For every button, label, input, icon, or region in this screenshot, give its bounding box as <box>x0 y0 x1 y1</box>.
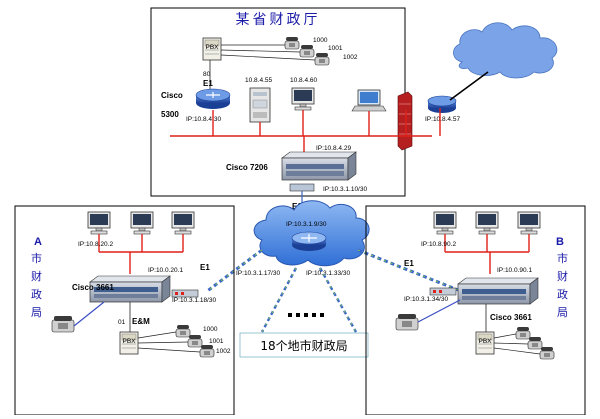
cisco-7206-router-icon <box>281 151 357 181</box>
cisco-5300-router-icon <box>195 88 231 109</box>
city-a-phone-ext: 1001 <box>209 338 224 345</box>
city-a-phone-icon <box>175 324 191 338</box>
city-b-e1: E1 <box>404 259 414 268</box>
city-a-phone-icon <box>199 344 215 358</box>
laptop-icon <box>351 89 387 112</box>
cloud-router-icon <box>291 231 327 251</box>
firewall-icon <box>397 91 413 151</box>
city-a-pbx-label: PBX <box>122 338 136 345</box>
edge-router-icon <box>427 95 457 113</box>
city-b-pbx-icon: PBX <box>475 331 495 355</box>
city-a-lan-ip: IP:10.8.20.2 <box>78 241 113 248</box>
hq-phone-ext: 1001 <box>328 45 343 52</box>
city-a-phone-icon <box>51 316 75 333</box>
city-b-router-name: Cisco 3661 <box>490 313 532 322</box>
banner-box <box>239 332 369 358</box>
city-b-phone-icon <box>539 346 555 360</box>
hq-title: 某省财政厅 <box>236 12 321 28</box>
city-a-phone-ext: 1000 <box>203 326 218 333</box>
city-b-side-text: 局 <box>557 306 568 319</box>
more-cities-dots <box>288 313 324 317</box>
city-a-ext-01: 01 <box>118 319 126 326</box>
edge-router-ip: IP:10.8.4.57 <box>425 116 460 123</box>
hq-phone-icon <box>299 44 315 58</box>
city-b-boundary <box>365 205 586 416</box>
hq-phone-icon <box>284 36 300 50</box>
city-b-pc-icon <box>517 211 541 235</box>
city-a-side-text: 局 <box>31 306 42 319</box>
city-b-side-text: 市 <box>557 251 568 265</box>
city-a-side-text: 财 <box>31 269 42 283</box>
hq-server-ip: 10.8.4.55 <box>245 77 272 84</box>
city-a-lan-links <box>98 234 184 274</box>
city-b-cisco-3661-icon <box>457 277 539 305</box>
internet-cloud-icon <box>453 22 558 79</box>
city-a-phone-icon <box>187 334 203 348</box>
hq-phone-ext: 1002 <box>343 54 358 61</box>
city-b-side-text: 财 <box>557 269 568 283</box>
city-a-e1: E1 <box>200 263 210 272</box>
core-router-ip: IP:10.8.4.29 <box>316 145 351 152</box>
hq-router-name-line1: Cisco <box>161 91 183 100</box>
city-a-boundary <box>14 205 235 416</box>
city-a-router-lan-ip: IP:10.0.20.1 <box>148 267 183 274</box>
city-b-wan-ip: IP:10.3.1.34/30 <box>404 296 448 303</box>
cloud-ip-left: IP:10.3.1.17/30 <box>236 270 280 277</box>
city-a-router-name: Cisco 3661 <box>72 283 114 292</box>
cloud-ip-right: IP:10.3.1.33/30 <box>306 270 350 277</box>
city-a-pbx-icon: PBX <box>119 331 139 355</box>
city-b-pc-icon <box>433 211 457 235</box>
hq-phone-ext: 1000 <box>313 37 328 44</box>
city-b-lan-ip: IP:10.8.90.2 <box>421 241 456 248</box>
city-a-cisco-3661-icon <box>89 275 171 303</box>
city-a-side-text: 政 <box>31 287 42 301</box>
hq-pbx-icon: PBX <box>202 37 222 61</box>
city-a-phone-ext: 1002 <box>216 348 231 355</box>
city-b-phone-icon <box>527 336 543 350</box>
hq-server-icon <box>249 87 271 123</box>
city-b-lan-links <box>444 234 530 274</box>
city-b-letter: B <box>556 236 564 248</box>
city-a-em-label: E&M <box>132 317 150 326</box>
city-b-pbx-label: PBX <box>478 338 492 345</box>
city-a-pc-icon <box>130 211 154 235</box>
hq-router-name-line2: 5300 <box>161 110 179 119</box>
city-a-wan-ip: IP:10.3.1.18/30 <box>172 297 216 304</box>
city-a-side-text: 市 <box>31 251 42 265</box>
city-b-phone-icon <box>515 326 531 340</box>
hq-router-ip: IP:10.8.4.30 <box>186 116 221 123</box>
hq-phone-icon <box>314 52 330 66</box>
city-b-side-text: 政 <box>557 287 568 301</box>
city-a-letter: A <box>34 236 42 248</box>
city-a-modem-icon <box>171 289 199 298</box>
hq-ext-80: 80 <box>203 71 211 78</box>
city-b-pc-icon <box>475 211 499 235</box>
city-a-pc-icon <box>171 211 195 235</box>
hq-e1-label: E1 <box>203 79 213 88</box>
wan-modem-icon <box>289 183 315 192</box>
city-b-modem-icon <box>429 287 457 296</box>
city-a-pc-icon <box>87 211 111 235</box>
cloud-ip-top: IP:10.3.1.9/30 <box>286 221 327 228</box>
core-wan-ip: IP:10.3.1.10/30 <box>323 186 367 193</box>
cities-banner: 18个地市财政局 <box>260 338 347 353</box>
hq-lan-links <box>170 108 441 152</box>
city-b-router-lan-ip: IP:10.0.90.1 <box>497 267 532 274</box>
core-router-name: Cisco 7206 <box>226 163 268 172</box>
city-b-phone-icon <box>395 314 419 331</box>
hq-pc-ip: 10.8.4.60 <box>290 77 317 84</box>
hq-pbx-label: PBX <box>205 44 219 51</box>
